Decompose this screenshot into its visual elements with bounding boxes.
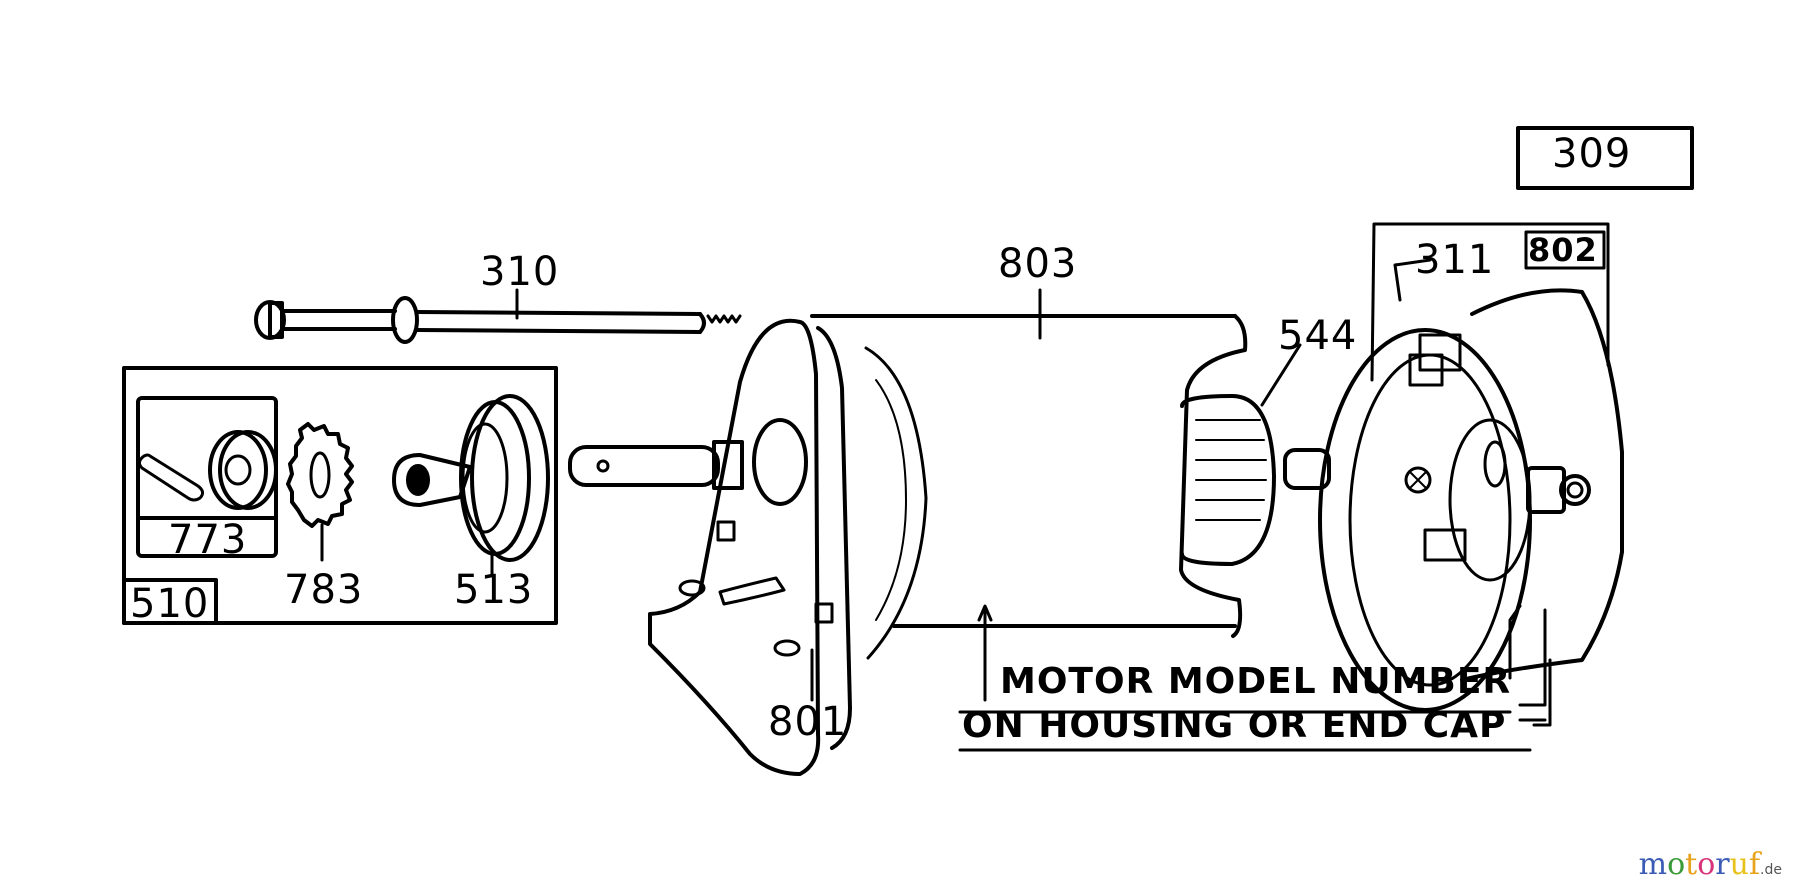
label-309: 309 [1552, 131, 1632, 177]
logo-letter: o [1697, 847, 1716, 882]
label-803: 803 [998, 241, 1078, 287]
logo-letter: u [1729, 847, 1749, 882]
armature-544 [1180, 343, 1331, 566]
end-cap-802 [1318, 222, 1624, 712]
label-513: 513 [454, 567, 534, 613]
label-801: 801 [768, 699, 848, 745]
logo-letter: f [1748, 847, 1761, 882]
note-leaders [958, 604, 1552, 752]
motor-housing-803 [810, 288, 1248, 702]
drive-end-cap-801 [568, 318, 928, 776]
label-311: 311 [1415, 237, 1495, 283]
note-line-2: ON HOUSING OR END CAP [962, 705, 1507, 746]
label-310: 310 [480, 249, 560, 295]
logo-letter: m [1638, 847, 1668, 882]
label-544: 544 [1278, 313, 1358, 359]
drive-kit-box-510 [122, 366, 558, 625]
logo-letter: o [1667, 847, 1686, 882]
through-bolt-310 [254, 288, 742, 344]
ref-box-309 [1516, 126, 1694, 190]
label-773: 773 [168, 517, 248, 563]
label-802: 802 [1528, 231, 1598, 269]
logo-letter: r [1715, 847, 1730, 882]
note-line-1: MOTOR MODEL NUMBER [1000, 661, 1512, 702]
motoruf-watermark-logo: motoruf.de [1639, 847, 1782, 882]
label-510: 510 [130, 581, 210, 627]
logo-suffix: .de [1760, 862, 1782, 878]
logo-letter: t [1685, 847, 1698, 882]
label-783: 783 [284, 567, 364, 613]
